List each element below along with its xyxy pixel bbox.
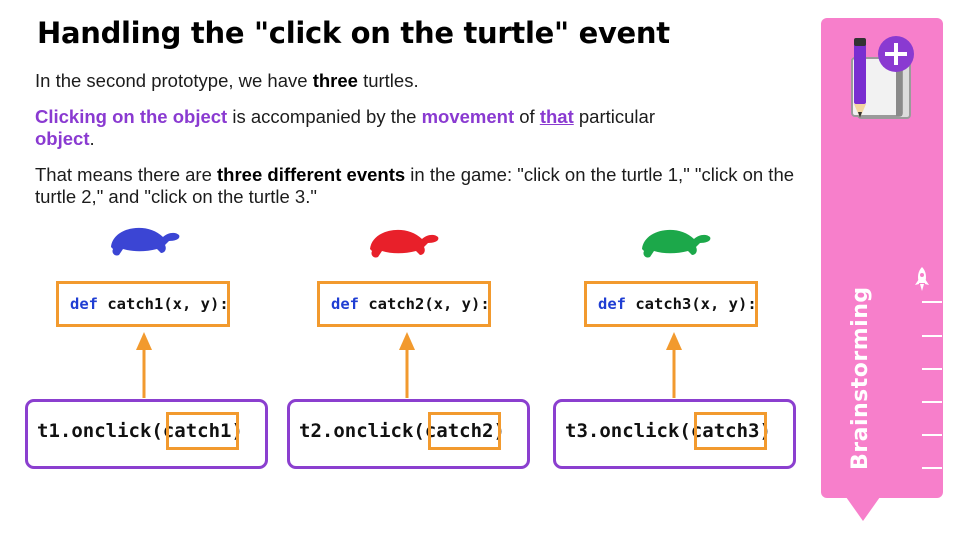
turtle-shape — [370, 229, 439, 258]
keyword: def — [598, 295, 626, 313]
emphasis-three: three — [312, 70, 358, 91]
ruler-tick — [922, 335, 942, 337]
panel-tail — [846, 497, 880, 521]
text: of — [514, 106, 540, 127]
ruler-tick — [922, 368, 942, 370]
turtle-1-icon — [111, 227, 180, 256]
text: That means there are — [35, 164, 218, 185]
highlight-movement: movement — [421, 106, 515, 127]
arrow-up-icon — [399, 332, 415, 398]
def-catch1-box: def catch1(x, y): — [56, 281, 230, 327]
rocket-icon — [915, 267, 929, 291]
ruler-tick — [922, 401, 942, 403]
code: t3.onclick(catch3) — [565, 420, 771, 442]
text: particular — [573, 106, 655, 127]
text: in the game: "click on the turtle 1," "c… — [35, 164, 795, 207]
highlight-object: object — [35, 128, 90, 149]
paragraph-clicking: Clicking on the object is accompanied by… — [35, 106, 795, 150]
paragraph-events: That means there are three different eve… — [35, 164, 795, 208]
highlight-clicking: Clicking on the object — [35, 106, 228, 127]
code: catch1(x, y): — [98, 295, 229, 313]
slide-title: Handling the "click on the turtle" event — [37, 16, 670, 50]
def-catch3-box: def catch3(x, y): — [584, 281, 758, 327]
text: . — [89, 128, 95, 149]
keyword: def — [331, 295, 359, 313]
turtle-shape — [111, 227, 180, 256]
code: catch2(x, y): — [359, 295, 490, 313]
brainstorming-label: Brainstorming — [848, 286, 873, 470]
paragraph-prototype: In the second prototype, we have three t… — [35, 70, 795, 92]
code: t2.onclick(catch2) — [299, 420, 505, 442]
onclick-call-2-box: t2.onclick(catch2) — [287, 399, 530, 469]
onclick-call-3-box: t3.onclick(catch3) — [553, 399, 796, 469]
arrow-up-icon — [136, 332, 152, 398]
code: catch3(x, y): — [626, 295, 757, 313]
code: t1.onclick(catch1) — [37, 420, 243, 442]
catch-highlight — [166, 412, 239, 450]
def-catch2-box: def catch2(x, y): — [317, 281, 491, 327]
ruler-tick — [922, 434, 942, 436]
text: is accompanied by the — [227, 106, 422, 127]
keyword: def — [70, 295, 98, 313]
text: In the second prototype, we have — [35, 70, 313, 91]
turtle-shape — [642, 229, 711, 258]
ruler-tick — [922, 467, 942, 469]
emphasis-events: three different events — [217, 164, 406, 185]
notebook-pencil-icon — [851, 36, 914, 119]
arrow-up-icon — [666, 332, 682, 398]
highlight-that: that — [539, 106, 574, 127]
catch-highlight — [428, 412, 501, 450]
ruler-tick — [922, 301, 942, 303]
catch-highlight — [694, 412, 767, 450]
text: turtles. — [357, 70, 419, 91]
turtle-3-icon — [642, 229, 711, 258]
onclick-call-1-box: t1.onclick(catch1) — [25, 399, 268, 469]
turtle-2-icon — [370, 229, 439, 258]
